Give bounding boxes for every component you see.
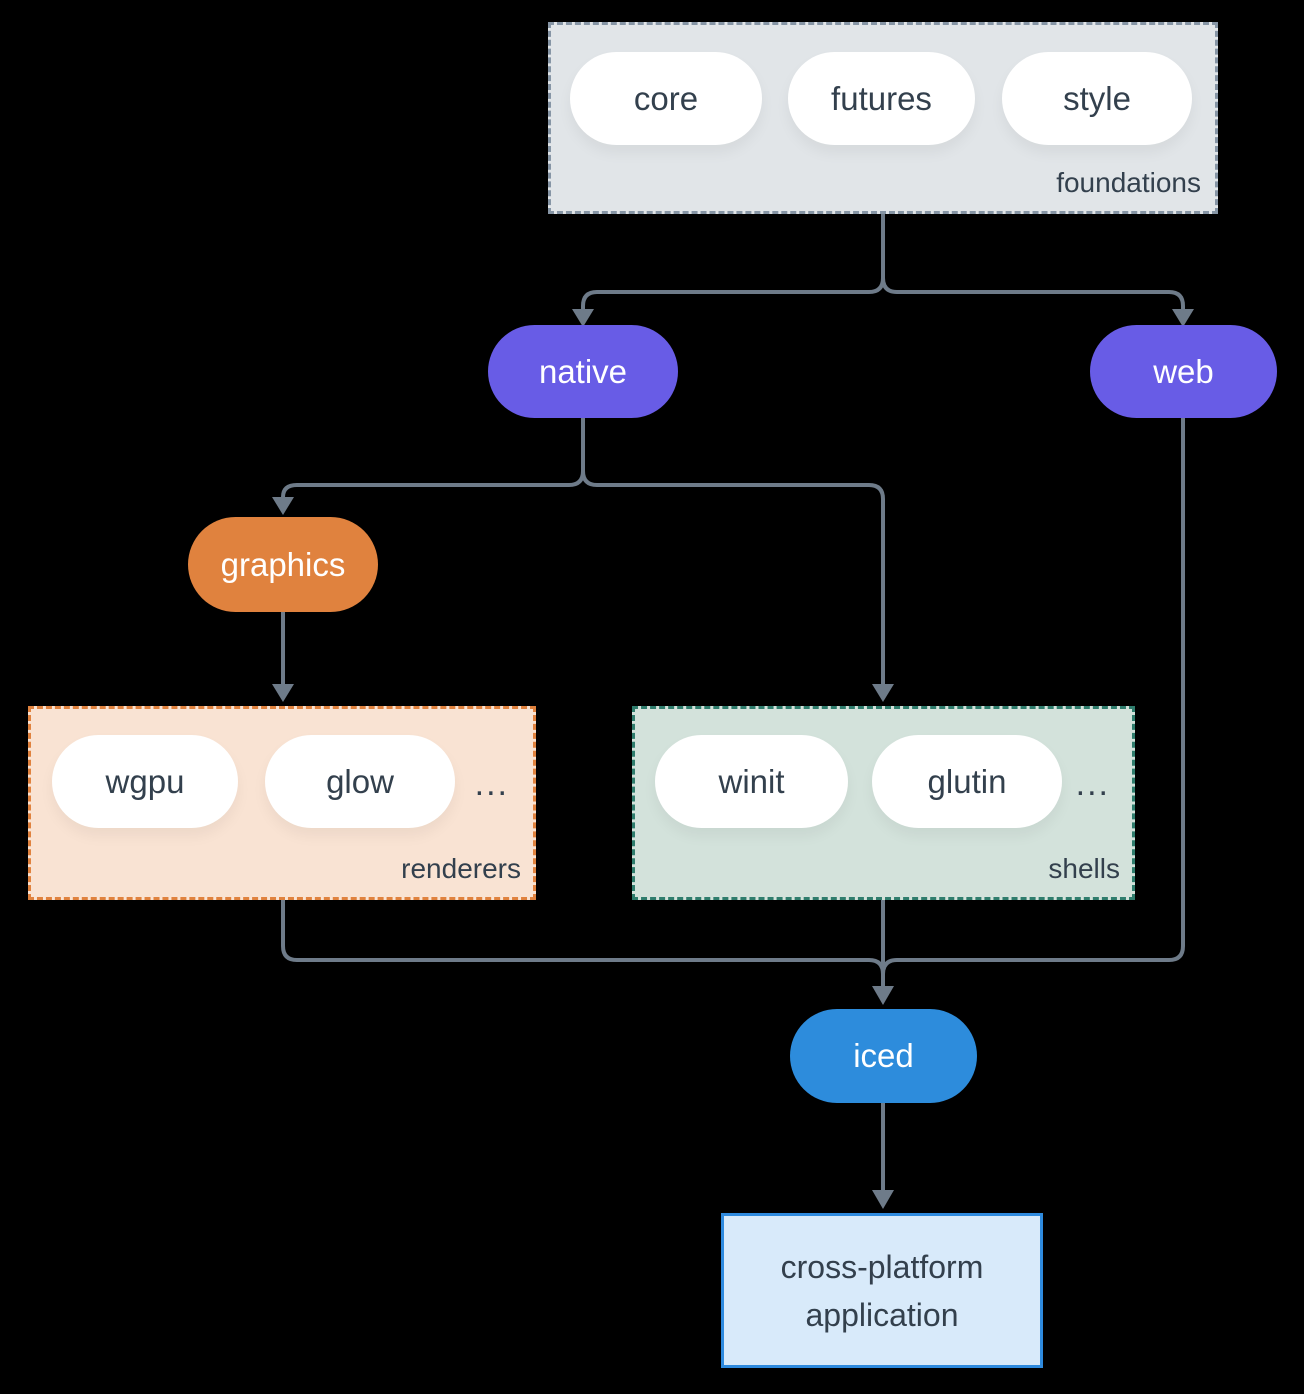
edge-native-graphics <box>281 418 585 498</box>
pill-glow: glow <box>265 735 455 828</box>
edge-foundations-web <box>881 214 1185 309</box>
foundations-label: foundations <box>1056 167 1201 198</box>
arrowhead <box>1172 309 1194 327</box>
pill-winit: winit <box>655 735 848 828</box>
pill-style: style <box>1002 52 1192 145</box>
arrowhead <box>272 684 294 702</box>
node-graphics: graphics <box>188 517 378 612</box>
node-web: web <box>1090 325 1277 418</box>
pill-wgpu: wgpu <box>52 735 238 828</box>
arrowhead <box>872 986 894 1005</box>
arrowhead <box>572 309 594 327</box>
node-cross-platform-application: cross-platform application <box>721 1213 1043 1368</box>
pill-futures: futures <box>788 52 975 145</box>
arrowhead <box>272 497 294 515</box>
node-native: native <box>488 325 678 418</box>
node-iced: iced <box>790 1009 977 1103</box>
renderers-label: renderers <box>401 853 521 884</box>
shells-label: shells <box>1048 853 1120 884</box>
shells-ellipsis: ... <box>1075 765 1110 803</box>
edge-native-shells <box>581 418 885 686</box>
pill-glutin: glutin <box>872 735 1062 828</box>
edge-renderers-iced <box>281 900 885 986</box>
renderers-ellipsis: ... <box>474 765 509 803</box>
arrowhead <box>872 684 894 702</box>
arrowhead <box>872 1190 894 1209</box>
pill-core: core <box>570 52 762 145</box>
edge-foundations-native <box>581 214 885 309</box>
